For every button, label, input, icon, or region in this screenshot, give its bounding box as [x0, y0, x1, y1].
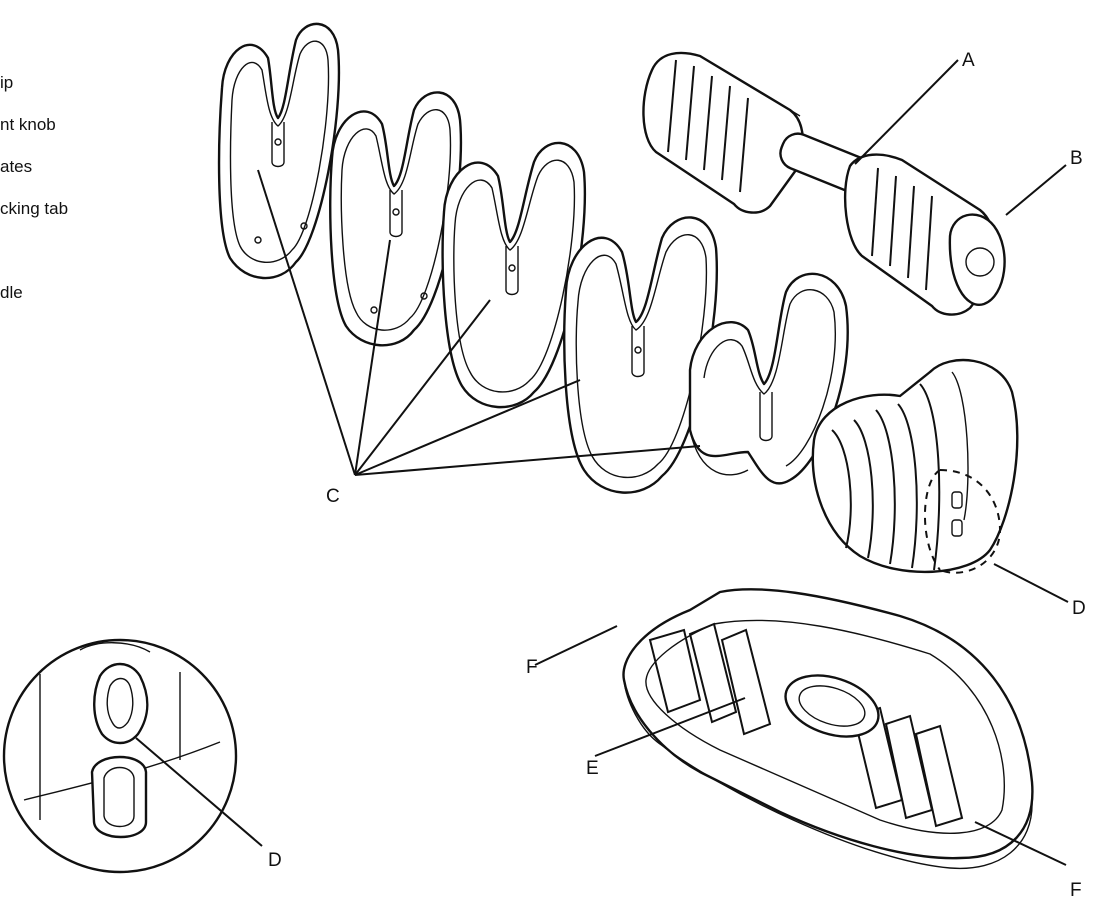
- leader-lines: [135, 59, 1069, 866]
- callout-f-right: F: [1070, 880, 1082, 901]
- legend-item-locking-tab: cking tab: [0, 199, 68, 218]
- callout-b: B: [1070, 148, 1083, 169]
- dumbbell-handle-assembly: [642, 51, 1006, 316]
- legend-item-handle: dle: [0, 283, 23, 302]
- callout-f-left: F: [526, 657, 538, 678]
- locking-tab-detail: [2, 638, 238, 874]
- weight-plate-5: [688, 272, 849, 485]
- weight-plate-3: [441, 141, 587, 409]
- callout-d-main: D: [1072, 598, 1086, 619]
- callouts: A B C D D F E F: [268, 50, 1086, 901]
- legend-item-grip: ip: [0, 73, 13, 92]
- callout-a: A: [962, 50, 975, 71]
- legend-item-adjustment-knob: nt knob: [0, 115, 56, 134]
- callout-d-detail: D: [268, 850, 282, 871]
- weight-plate-2: [329, 91, 463, 347]
- dumbbell-plate-stack: [811, 358, 1019, 574]
- legend-item-plates: ates: [0, 157, 32, 176]
- weight-plate-1: [217, 22, 341, 280]
- callout-c: C: [326, 486, 340, 507]
- callout-e: E: [586, 758, 599, 779]
- dumbbell-tray: [622, 588, 1034, 870]
- legend: ip nt knob ates cking tab dle: [0, 73, 68, 302]
